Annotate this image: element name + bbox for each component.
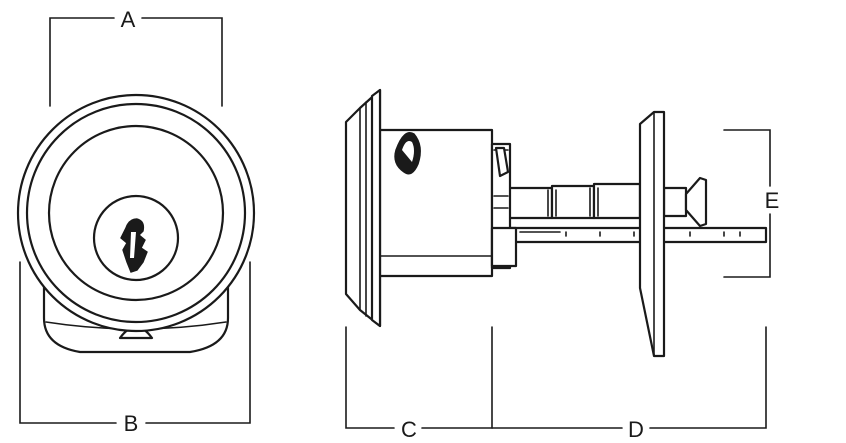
dimension-a-label: A (121, 7, 136, 32)
outer-ring-inner-edge (25, 102, 247, 324)
dimension-e: E (723, 129, 780, 278)
cam-top (494, 146, 510, 178)
front-view: A B (16, 7, 256, 436)
tailpiece (506, 226, 768, 244)
dimension-d-label: D (628, 417, 644, 442)
outer-ring (16, 93, 256, 333)
retaining-nut (662, 186, 688, 218)
dimension-e-label: E (765, 188, 780, 213)
dimension-c: C (345, 326, 493, 442)
mounting-plate (638, 110, 666, 358)
front-flange-inner (370, 88, 382, 328)
dimension-a: A (49, 7, 223, 107)
side-view: C D E (344, 88, 780, 442)
dimension-b: B (19, 261, 251, 436)
spindle-segment-1 (506, 186, 554, 220)
spindle-segment-2 (550, 184, 596, 220)
cylinder-face (47, 124, 225, 302)
dimension-b-label: B (124, 411, 139, 436)
dimension-c-label: C (401, 417, 417, 442)
set-screw (684, 176, 708, 228)
cam-housing-step (490, 226, 518, 268)
cylinder-plug (92, 194, 180, 282)
spindle-segment-3 (592, 182, 642, 220)
cylinder-body (374, 128, 494, 278)
dimension-d: D (491, 326, 767, 442)
